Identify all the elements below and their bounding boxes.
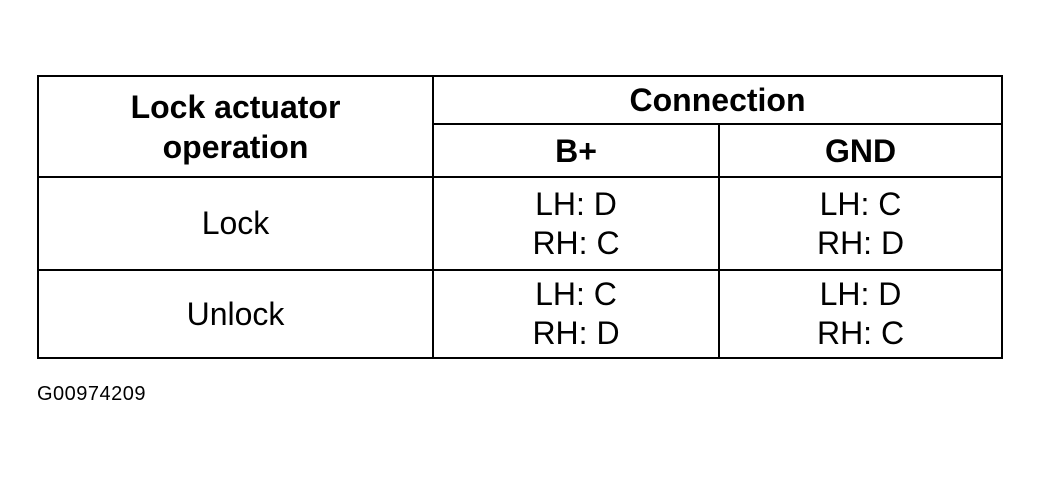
gnd-cell-unlock: LH: D RH: C xyxy=(717,268,1004,360)
table-row-lock: Lock LH: D RH: C LH: C RH: D xyxy=(37,176,1004,271)
gnd-unlock-lh: LH: D xyxy=(819,276,902,313)
header-row-2: B+ GND xyxy=(38,123,1004,179)
lock-actuator-connection-table: Lock actuator operation Connection B+ GN… xyxy=(37,74,1004,360)
operation-cell-lock: Lock xyxy=(37,176,434,271)
operation-header-line-2: operation xyxy=(162,128,309,165)
operation-header: Lock actuator operation xyxy=(37,74,434,179)
bplus-cell-lock: LH: D RH: C xyxy=(432,176,720,271)
table-row-unlock: Unlock LH: C RH: D LH: D RH: C xyxy=(37,268,1004,360)
gnd-lock-rh: RH: D xyxy=(816,224,905,261)
header-row-1: Lock actuator operation Connection xyxy=(37,74,1004,179)
gnd-cell-lock: LH: C RH: D xyxy=(717,176,1004,271)
figure-id: G00974209 xyxy=(37,383,147,405)
operation-header-line-1: Lock actuator xyxy=(130,88,341,125)
connection-header: Connection xyxy=(431,74,1004,126)
bplus-lock-rh: RH: C xyxy=(532,224,620,261)
gnd-lock-lh: LH: C xyxy=(819,186,902,223)
operation-cell-unlock: Unlock xyxy=(37,268,434,360)
bplus-unlock-rh: RH: D xyxy=(532,314,620,351)
gnd-header: GND xyxy=(717,123,1004,179)
bplus-lock-lh: LH: D xyxy=(535,186,617,223)
gnd-unlock-rh: RH: C xyxy=(816,314,905,351)
bplus-header: B+ xyxy=(432,123,720,179)
bplus-cell-unlock: LH: C RH: D xyxy=(432,268,720,360)
bplus-unlock-lh: LH: C xyxy=(535,276,617,313)
